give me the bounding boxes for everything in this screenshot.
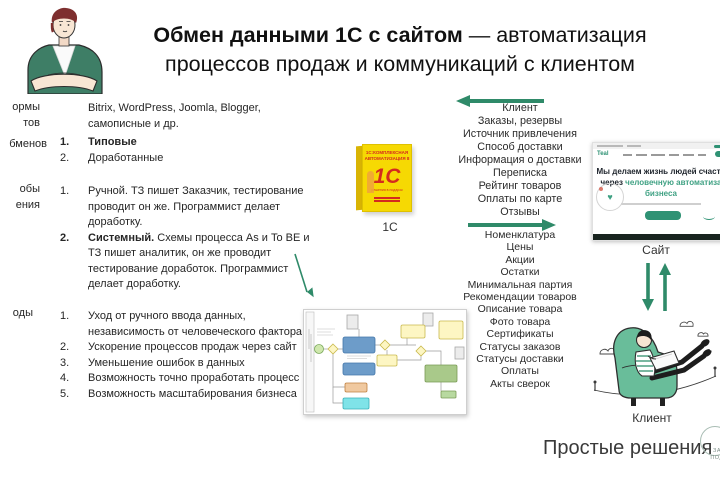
nav-menu-item [651,154,665,156]
onec-box-front: 1С:КОМПЛЕКСНАЯ АВТОМАТИЗАЦИЯ 8 1С решени… [362,144,412,212]
nav-menu-item [683,154,694,156]
platforms-text: Bitrix, WordPress, Joomla, Blogger, само… [88,102,261,130]
arrow-left-icon [452,94,550,108]
hero-cta-button [645,211,681,220]
flow-item: Фото товара [489,315,551,328]
hero-subtitle [621,203,701,205]
flow-item: Информация о доставки [458,154,582,166]
nav-menu-item [669,154,679,156]
flow-item: Описание товара [477,303,563,316]
title-line-1: Обмен данными 1С с сайтом — автоматизаци… [153,23,647,47]
armchair-illustration [592,310,720,410]
exchange-types-list: 1. Типовые 2. Доработанные [60,135,305,166]
nav-menu-item [623,154,632,156]
flow-item: Рейтинг товаров [478,180,562,192]
page-title: Обмен данными 1С с сайтом — автоматизаци… [120,21,680,79]
site-footer-strip [593,234,720,240]
list-item: 4. Возможность точно проработать процесс [60,372,300,384]
flow-item: Минимальная партия [467,278,573,291]
implementation-list: 1. Ручной. ТЗ пишет Заказчик, тестирован… [60,184,310,293]
hero-line-3: бизнеса [644,189,677,198]
process-diagram-image [303,309,467,415]
stamp-logo-text: ЗА ПОД [710,448,720,461]
list-item: 2. Ускорение процессов продаж через сайт [60,341,297,353]
flow-item: Цены [506,241,534,254]
title-line-2: процессов продаж и коммуникаций с клиент… [165,52,635,76]
flow-item: Статусы доставки [476,353,564,366]
list-item: 1. Уход от ручного ввода данных, независ… [60,310,303,338]
hero-line-1: Мы делаем жизнь людей счастл [596,167,720,176]
flow-item: Заказы, резервы [477,115,563,127]
site-logo: Teal [597,151,609,157]
nav-menu-item [636,154,647,156]
list-item: 1. Ручной. ТЗ пишет Заказчик, тестирован… [60,185,304,228]
onec-logo: 1С [373,165,401,188]
arrow-right-icon [462,218,560,232]
list-item: 3. Уменьшение ошибок в данных [60,356,245,369]
row-label-methods: обы ения [15,183,40,211]
flow-item: Переписка [492,167,548,179]
person-illustration [18,6,110,94]
row-label-platforms: ормы тов [12,101,40,129]
flow-item: Акты сверок [490,377,550,390]
onec-box-image: 1С:КОМПЛЕКСНАЯ АВТОМАТИЗАЦИЯ 8 1С решени… [352,140,422,218]
flow-item: Оплаты по карте [477,193,563,205]
nav-cta-button [715,151,720,157]
onec-caption: 1С [382,220,398,234]
list-item: 5. Возможность масштабирования бизнеса [60,387,297,400]
site-caption: Сайт [642,243,670,257]
browser-topbar [593,143,720,149]
flow-item: Способ доставки [477,141,563,153]
flow-list-to-site: Номенклатура Цены Акции Остатки Минималь… [450,229,590,390]
flow-item: Оплаты [501,365,539,378]
topbar-badge [714,144,720,148]
heart-doodle-mark [599,187,603,191]
flow-item: Остатки [500,266,540,279]
site-client-arrows [636,261,680,313]
nav-menu-item [698,154,706,156]
website-screenshot: Teal Мы делаем жизнь людей счастл через … [592,142,720,241]
list-item: 2. Системный. Схемы процесса As и To BE … [60,231,310,291]
client-caption: Клиент [632,411,672,425]
list-item: 1. Типовые [60,136,137,148]
onec-box-figure [367,171,374,193]
flow-item: Источник привлечения [463,128,577,140]
hero-line-2: через человечную автоматиза [600,178,720,187]
row-label-benefits: оды [12,307,33,319]
flow-item: Отзывы [500,206,540,218]
flow-item: Номенклатура [484,229,556,241]
flow-item: Акции [505,253,535,266]
brand-text: Простые решения [543,437,713,459]
flow-list-to-1c: Клиент Заказы, резервы Источник привлече… [450,102,590,219]
heart-doodle-icon: ♥ [596,183,624,211]
flow-item: Рекомендации товаров [463,291,577,304]
row-label-exchanges: бменов [9,138,47,150]
benefits-list: 1. Уход от ручного ввода данных, независ… [60,309,310,402]
arrow-diagonal-icon [290,250,318,304]
flow-heading: Клиент [502,102,538,114]
flow-item: Статусы заказов [479,340,561,353]
squiggle-decoration [703,213,715,220]
list-item: 2. Доработанные [60,151,164,164]
arrow-up-icon [659,263,671,275]
arrow-down-icon [642,299,654,311]
flow-item: Сертификаты [486,328,554,341]
